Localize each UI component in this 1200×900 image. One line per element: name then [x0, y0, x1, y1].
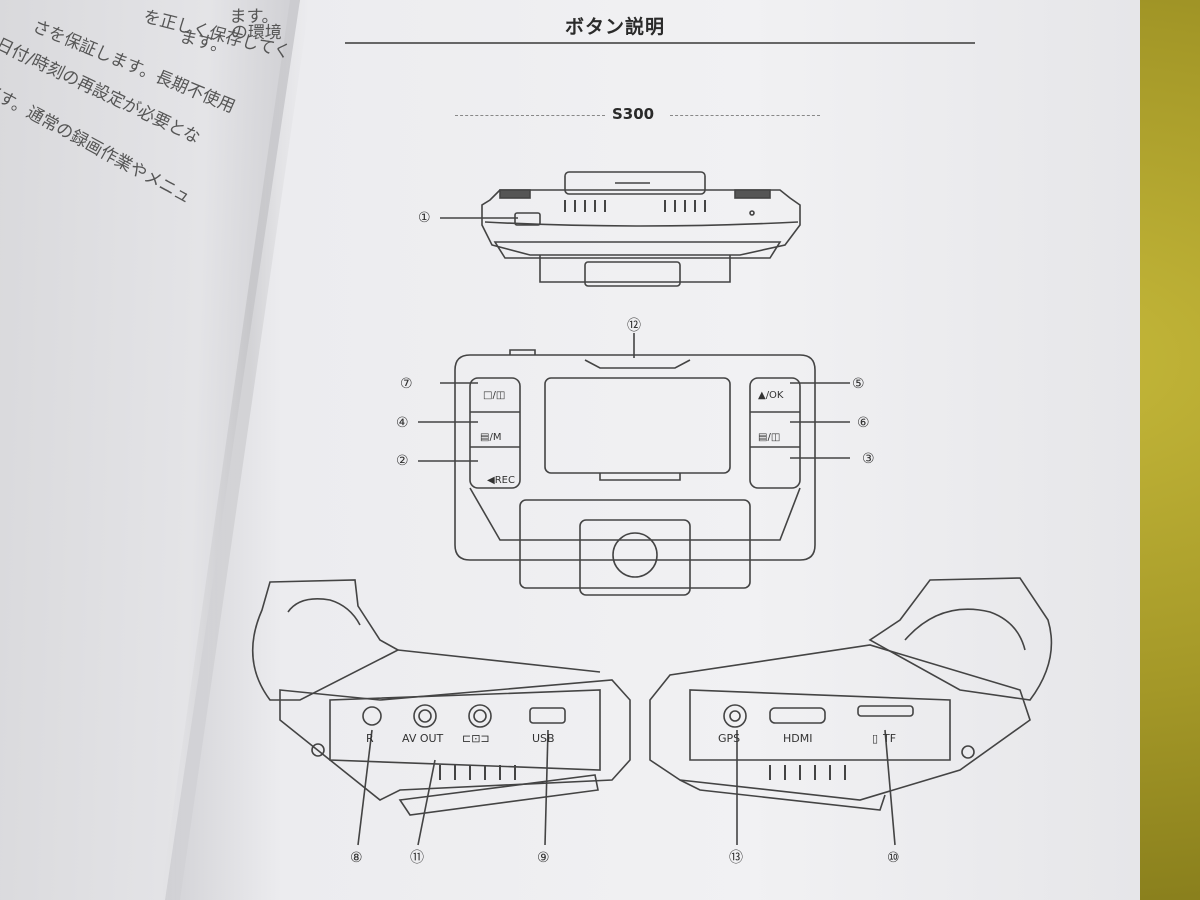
page-title: ボタン説明	[565, 16, 666, 38]
port-label-gps: GPS	[718, 732, 740, 745]
callout-7: ⑦	[400, 376, 413, 392]
model-name: S300	[612, 105, 655, 123]
camera-top-view	[481, 171, 801, 287]
menu-button-symbol: ▤/M	[480, 432, 501, 443]
port-label-tf: TF	[882, 732, 896, 745]
callout-13: ⑬	[729, 850, 743, 866]
camera-right-side-view	[649, 577, 1053, 846]
right-page	[165, 0, 1140, 900]
down-button-symbol: ▤/◫	[758, 432, 780, 443]
callout-9: ⑨	[537, 850, 550, 866]
port-label-power: ⊏⊡⊐	[462, 732, 490, 745]
callout-12: ⑫	[627, 318, 641, 334]
callout-2: ②	[396, 453, 409, 469]
sd-card-icon: ▯	[872, 732, 878, 745]
callout-1: ①	[418, 210, 431, 226]
callout-10: ⑩	[887, 850, 900, 866]
callout-8: ⑧	[350, 850, 363, 866]
camera-left-side-view	[251, 579, 631, 846]
mode-button-symbol: □/◫	[483, 390, 505, 401]
power-button	[514, 212, 541, 226]
title-rule	[345, 42, 975, 44]
port-label-av-out: AV OUT	[402, 732, 444, 745]
port-label-usb: USB	[532, 732, 555, 745]
ok-button-label: ▲/OK	[758, 390, 784, 401]
callout-6: ⑥	[857, 415, 870, 431]
callout-5: ⑤	[852, 376, 865, 392]
rec-button-label: ◀REC	[487, 475, 515, 486]
port-label-hdmi: HDMI	[783, 732, 812, 745]
callout-4: ④	[396, 415, 409, 431]
model-rule-left	[455, 115, 605, 116]
callout-3: ③	[862, 451, 875, 467]
callout-11: ⑪	[410, 850, 424, 866]
camera-rear-view	[418, 217, 850, 596]
port-label-r: R	[366, 732, 374, 745]
model-rule-right	[670, 115, 820, 116]
